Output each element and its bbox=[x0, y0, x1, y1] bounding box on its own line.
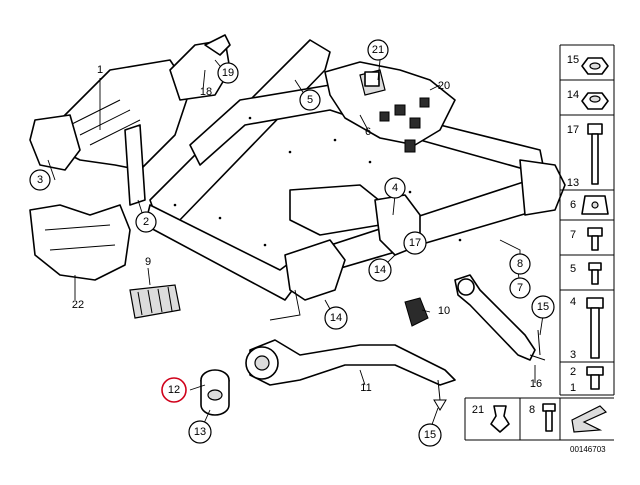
callout-5[interactable]: 5 bbox=[299, 89, 321, 111]
svg-text:10: 10 bbox=[438, 305, 450, 317]
svg-text:7: 7 bbox=[517, 282, 523, 294]
mounting-holes bbox=[173, 116, 462, 247]
part-10-pad bbox=[404, 297, 429, 327]
tension-strut bbox=[454, 274, 546, 361]
sidebar-label-7: 7 bbox=[570, 229, 576, 241]
svg-text:18: 18 bbox=[200, 86, 212, 98]
svg-text:14: 14 bbox=[374, 264, 386, 276]
svg-text:22: 22 bbox=[72, 299, 84, 311]
callout-12-highlighted[interactable]: 12 bbox=[161, 377, 187, 403]
sidebar-label-4: 4 bbox=[570, 296, 576, 308]
sidebar-label-6: 6 bbox=[570, 199, 576, 211]
callout-19[interactable]: 19 bbox=[217, 62, 239, 84]
svg-text:9: 9 bbox=[145, 256, 151, 268]
callout-10: 10 bbox=[438, 305, 450, 317]
callout-15-right[interactable]: 15 bbox=[531, 295, 555, 319]
svg-text:4: 4 bbox=[392, 182, 398, 194]
svg-text:14: 14 bbox=[330, 312, 342, 324]
fastener-bottom-row: 21 8 bbox=[464, 397, 614, 441]
svg-text:5: 5 bbox=[307, 94, 313, 106]
callout-14-upper[interactable]: 14 bbox=[368, 258, 392, 282]
fastener-sidebar: 15 14 17 13 6 7 5 4 3 2 1 bbox=[559, 44, 615, 396]
callout-22: 22 bbox=[72, 299, 84, 311]
callout-7[interactable]: 7 bbox=[509, 277, 531, 299]
callout-6: 6 bbox=[365, 126, 371, 138]
callout-9: 9 bbox=[145, 256, 151, 268]
sidebar-label-1: 1 bbox=[570, 382, 576, 394]
svg-text:3: 3 bbox=[37, 174, 43, 186]
callout-4[interactable]: 4 bbox=[384, 177, 406, 199]
svg-text:6: 6 bbox=[365, 126, 371, 138]
heat-shield-plate bbox=[324, 61, 456, 153]
sidebar-label-2: 2 bbox=[570, 366, 576, 378]
callout-20: 20 bbox=[438, 80, 450, 92]
sidebar-label-14: 14 bbox=[567, 89, 579, 101]
callout-1: 1 bbox=[97, 64, 103, 76]
svg-text:19: 19 bbox=[222, 67, 234, 79]
svg-text:1: 1 bbox=[97, 64, 103, 76]
svg-text:13: 13 bbox=[194, 426, 206, 438]
svg-text:15: 15 bbox=[537, 301, 549, 313]
sidebar-label-15: 15 bbox=[567, 54, 579, 66]
callout-16: 16 bbox=[530, 378, 542, 390]
callout-18: 18 bbox=[200, 86, 212, 98]
svg-text:12: 12 bbox=[168, 384, 180, 396]
callout-17[interactable]: 17 bbox=[403, 231, 427, 255]
svg-text:11: 11 bbox=[360, 382, 371, 394]
callout-21[interactable]: 21 bbox=[367, 39, 389, 61]
svg-text:17: 17 bbox=[409, 237, 421, 249]
callout-8[interactable]: 8 bbox=[509, 253, 531, 275]
bottom-label-8: 8 bbox=[529, 404, 535, 416]
svg-text:16: 16 bbox=[530, 378, 542, 390]
svg-text:15: 15 bbox=[424, 429, 436, 441]
svg-text:20: 20 bbox=[438, 80, 450, 92]
left-cover-lower bbox=[29, 204, 131, 281]
callout-2[interactable]: 2 bbox=[135, 211, 157, 233]
sidebar-label-5: 5 bbox=[570, 263, 576, 275]
control-arm bbox=[245, 339, 456, 411]
sidebar-label-17: 17 bbox=[567, 124, 579, 136]
callout-3[interactable]: 3 bbox=[29, 169, 51, 191]
diagram-id: 00146703 bbox=[570, 445, 606, 454]
svg-text:2: 2 bbox=[143, 216, 149, 228]
left-cover-upper bbox=[29, 114, 81, 171]
sidebar-label-3: 3 bbox=[570, 349, 576, 361]
callout-14-lower[interactable]: 14 bbox=[324, 306, 348, 330]
svg-text:21: 21 bbox=[372, 44, 384, 56]
callout-11: 11 bbox=[360, 382, 371, 394]
svg-text:8: 8 bbox=[517, 258, 523, 270]
sidebar-label-13: 13 bbox=[567, 177, 579, 189]
front-axle-subframe bbox=[59, 34, 566, 301]
part-9-bar bbox=[129, 284, 181, 319]
bushing bbox=[200, 369, 230, 416]
bottom-label-21: 21 bbox=[472, 404, 484, 416]
callout-13[interactable]: 13 bbox=[188, 420, 212, 444]
callout-15-bottom[interactable]: 15 bbox=[418, 423, 442, 447]
